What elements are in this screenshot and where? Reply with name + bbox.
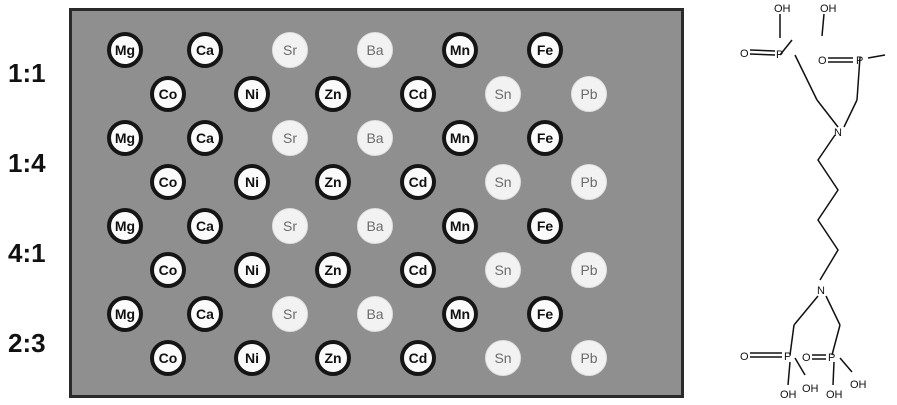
molecule-structure: OH OH O P O P N N O P P O OH OH OH OH <box>740 3 886 401</box>
well-ni: Ni <box>234 76 270 112</box>
well-mn: Mn <box>442 32 478 68</box>
well-mn: Mn <box>442 208 478 244</box>
atom-oxygen: O <box>818 55 827 67</box>
molecule-atom-labels: OH OH O P O P N N O P P O OH OH OH OH <box>740 3 867 401</box>
ratio-label-1: 1:1 <box>8 58 46 88</box>
well-sn: Sn <box>485 252 521 288</box>
well-pb: Pb <box>571 76 607 112</box>
well-mg: Mg <box>107 32 143 68</box>
well-ba: Ba <box>357 296 393 332</box>
well-co: Co <box>150 252 186 288</box>
well-sr: Sr <box>272 120 308 156</box>
well-sr: Sr <box>272 296 308 332</box>
well-fe: Fe <box>527 32 563 68</box>
atom-nitrogen: N <box>817 285 825 297</box>
well-fe: Fe <box>527 296 563 332</box>
well-pb: Pb <box>571 164 607 200</box>
well-zn: Zn <box>315 76 351 112</box>
ratio-label-2: 1:4 <box>8 148 46 178</box>
atom-phosphorus: P <box>784 351 791 363</box>
atom-hydroxyl: OH <box>780 389 797 401</box>
atom-nitrogen: N <box>834 127 842 139</box>
well-sr: Sr <box>272 32 308 68</box>
well-ca: Ca <box>187 120 223 156</box>
atom-hydroxyl: OH <box>826 389 843 401</box>
molecule-bonds <box>749 13 886 386</box>
ratio-label-4: 2:3 <box>8 328 46 358</box>
well-cd: Cd <box>400 340 436 376</box>
atom-hydroxyl: OH <box>774 3 791 15</box>
well-ca: Ca <box>187 32 223 68</box>
well-sn: Sn <box>485 164 521 200</box>
atom-oxygen: O <box>802 352 811 364</box>
well-pb: Pb <box>571 340 607 376</box>
well-ba: Ba <box>357 208 393 244</box>
well-sr: Sr <box>272 208 308 244</box>
well-fe: Fe <box>527 120 563 156</box>
well-ba: Ba <box>357 32 393 68</box>
well-cd: Cd <box>400 252 436 288</box>
well-mg: Mg <box>107 120 143 156</box>
atom-phosphorus: P <box>828 352 835 364</box>
atom-hydroxyl: OH <box>850 379 867 391</box>
well-ca: Ca <box>187 296 223 332</box>
well-ni: Ni <box>234 164 270 200</box>
well-pb: Pb <box>571 252 607 288</box>
ratio-label-3: 4:1 <box>8 238 46 268</box>
well-sn: Sn <box>485 340 521 376</box>
well-fe: Fe <box>527 208 563 244</box>
well-cd: Cd <box>400 164 436 200</box>
well-ca: Ca <box>187 208 223 244</box>
atom-hydroxyl: OH <box>802 383 819 395</box>
atom-oxygen: O <box>740 48 749 60</box>
atom-phosphorus: P <box>776 49 783 61</box>
well-ni: Ni <box>234 252 270 288</box>
well-zn: Zn <box>315 340 351 376</box>
well-co: Co <box>150 76 186 112</box>
well-mn: Mn <box>442 120 478 156</box>
well-mn: Mn <box>442 296 478 332</box>
well-sn: Sn <box>485 76 521 112</box>
well-co: Co <box>150 340 186 376</box>
well-zn: Zn <box>315 252 351 288</box>
well-ni: Ni <box>234 340 270 376</box>
well-cd: Cd <box>400 76 436 112</box>
well-co: Co <box>150 164 186 200</box>
atom-phosphorus: P <box>856 55 863 67</box>
atom-hydroxyl: OH <box>820 3 837 15</box>
atom-oxygen: O <box>740 351 749 363</box>
well-ba: Ba <box>357 120 393 156</box>
well-mg: Mg <box>107 296 143 332</box>
well-zn: Zn <box>315 164 351 200</box>
well-mg: Mg <box>107 208 143 244</box>
